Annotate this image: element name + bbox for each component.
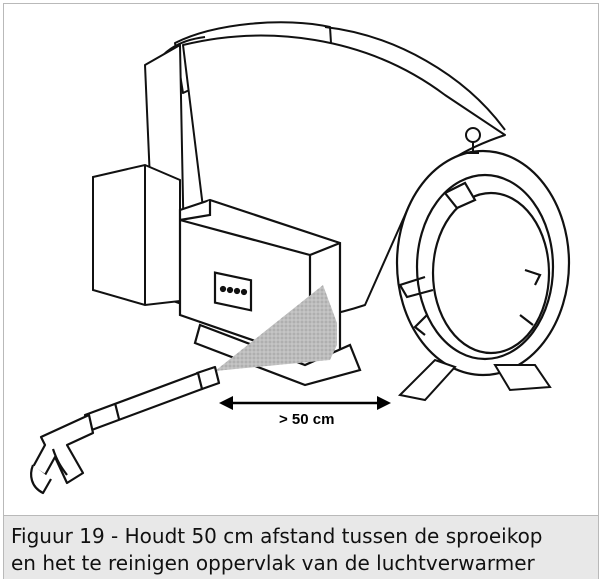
- air-heater-cleaning-illustration: > 50 cm: [30, 21, 571, 495]
- side-housing: [92, 163, 181, 307]
- caption-line-1: Figuur 19 - Houdt 50 cm afstand tussen d…: [11, 524, 543, 548]
- figure-caption: Figuur 19 - Houdt 50 cm afstand tussen d…: [4, 515, 598, 579]
- distance-label: > 50 cm: [279, 411, 334, 428]
- water-spray-cone: [215, 285, 337, 371]
- pressure-washer-gun: [30, 365, 221, 495]
- caption-text: Figuur 19 - Houdt 50 cm afstand tussen d…: [11, 523, 591, 577]
- caption-line-2: en het te reinigen oppervlak van de luch…: [11, 551, 535, 575]
- heater-feet: [397, 358, 552, 402]
- distance-arrow: [219, 396, 391, 410]
- front-ring: [395, 149, 571, 377]
- figure-frame: > 50 cm Figuur 19 - Houdt 50 cm afstand …: [3, 3, 599, 579]
- eye-bolt: [465, 127, 481, 154]
